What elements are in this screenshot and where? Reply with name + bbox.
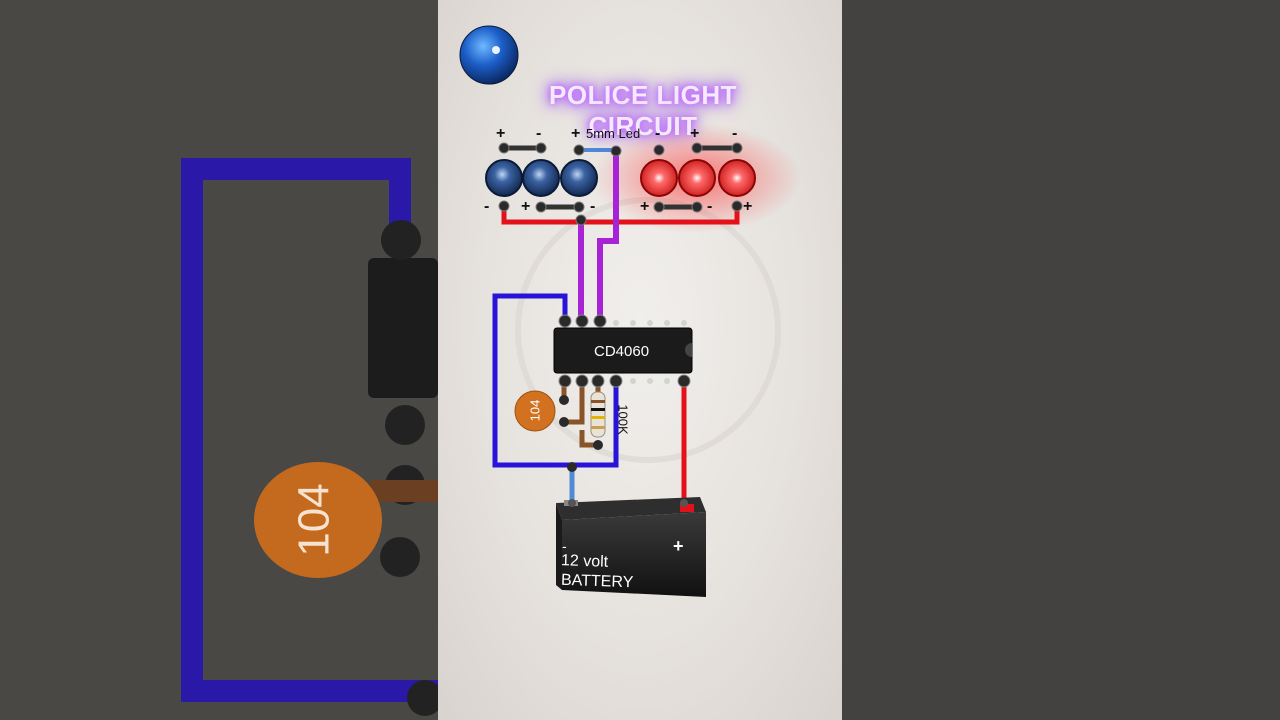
blue-ball-logo-icon — [459, 25, 519, 85]
wire-blue-loop — [492, 293, 619, 468]
bg-chip — [368, 258, 438, 398]
red-led-2 — [678, 159, 716, 197]
battery-side — [556, 503, 562, 590]
bg-pin-5 — [407, 680, 438, 716]
battery-label-line2: BATTERY — [560, 571, 634, 592]
battery-label-line1: 12 volt — [560, 552, 609, 571]
logo-highlight — [492, 46, 500, 54]
bg-capacitor — [254, 462, 382, 578]
chip-label: CD4060 — [594, 343, 650, 360]
bottom-polarity-3: - — [590, 198, 596, 215]
blue-led-1 — [485, 159, 523, 197]
wire-brown-1 — [563, 381, 585, 425]
capacitor-pad-2 — [559, 417, 569, 427]
battery-minus-label: - — [562, 538, 567, 554]
bg-capacitor-label: 104 — [289, 483, 339, 557]
bottom-polarity-1: - — [484, 198, 490, 215]
red-led-1 — [640, 159, 678, 197]
bg-wire-right — [389, 158, 411, 238]
resistor-100k — [590, 391, 606, 438]
red-led-3 — [718, 159, 756, 197]
capacitor-104 — [514, 390, 556, 432]
capacitor-pad-1 — [559, 395, 569, 405]
bottom-polarity-5: - — [707, 198, 713, 215]
page-title: POLICE LIGHT CIRCUIT — [549, 80, 737, 141]
led-pads — [498, 142, 743, 226]
bg-pin-2 — [385, 405, 425, 445]
wire-brown-4 — [579, 430, 598, 448]
top-polarity-3: + — [571, 125, 581, 142]
resistor-label: 100K — [615, 404, 631, 435]
red-leds — [640, 159, 756, 197]
wire-red-led-rail — [501, 206, 740, 225]
blue-loop-pad — [567, 462, 577, 472]
blue-led-2 — [522, 159, 560, 197]
blue-led-3 — [560, 159, 598, 197]
top-polarity-6: - — [732, 125, 738, 142]
left-background-zoom — [181, 158, 438, 716]
chip-notch — [685, 343, 692, 357]
chip-pins — [558, 314, 691, 388]
top-polarity-5: + — [690, 125, 700, 142]
right-background — [842, 0, 1280, 720]
wire-purple-2 — [597, 152, 619, 320]
bottom-polarity-6: + — [743, 198, 753, 215]
left-background: 104 — [0, 0, 438, 720]
battery-top — [556, 497, 706, 520]
top-polarity-1: + — [496, 125, 506, 142]
chip-unused-pins — [613, 320, 687, 384]
bg-pin-1 — [381, 220, 421, 260]
circuit-panel: POLICE LIGHT CIRCUIT + - + - + - 5mm Led… — [438, 0, 842, 720]
resistor-pad — [593, 440, 603, 450]
bg-wire-top — [181, 158, 401, 180]
bg-wire-left — [181, 158, 203, 698]
top-polarity-4: - — [655, 125, 661, 142]
top-polarity-2: - — [536, 125, 542, 142]
bottom-polarity-2: + — [521, 198, 531, 215]
bg-pin-4 — [380, 537, 420, 577]
circuit-drawing — [459, 25, 801, 597]
capacitor-label: 104 — [527, 399, 543, 422]
battery-front — [562, 512, 706, 597]
bg-lead — [370, 480, 438, 502]
bottom-polarity-4: + — [640, 198, 650, 215]
blue-leds — [485, 159, 598, 197]
bg-wire-bottom — [181, 680, 438, 702]
battery-terminal-plus — [680, 504, 694, 512]
battery-plus-label: + — [673, 536, 684, 556]
led-label: 5mm Led — [586, 126, 641, 141]
